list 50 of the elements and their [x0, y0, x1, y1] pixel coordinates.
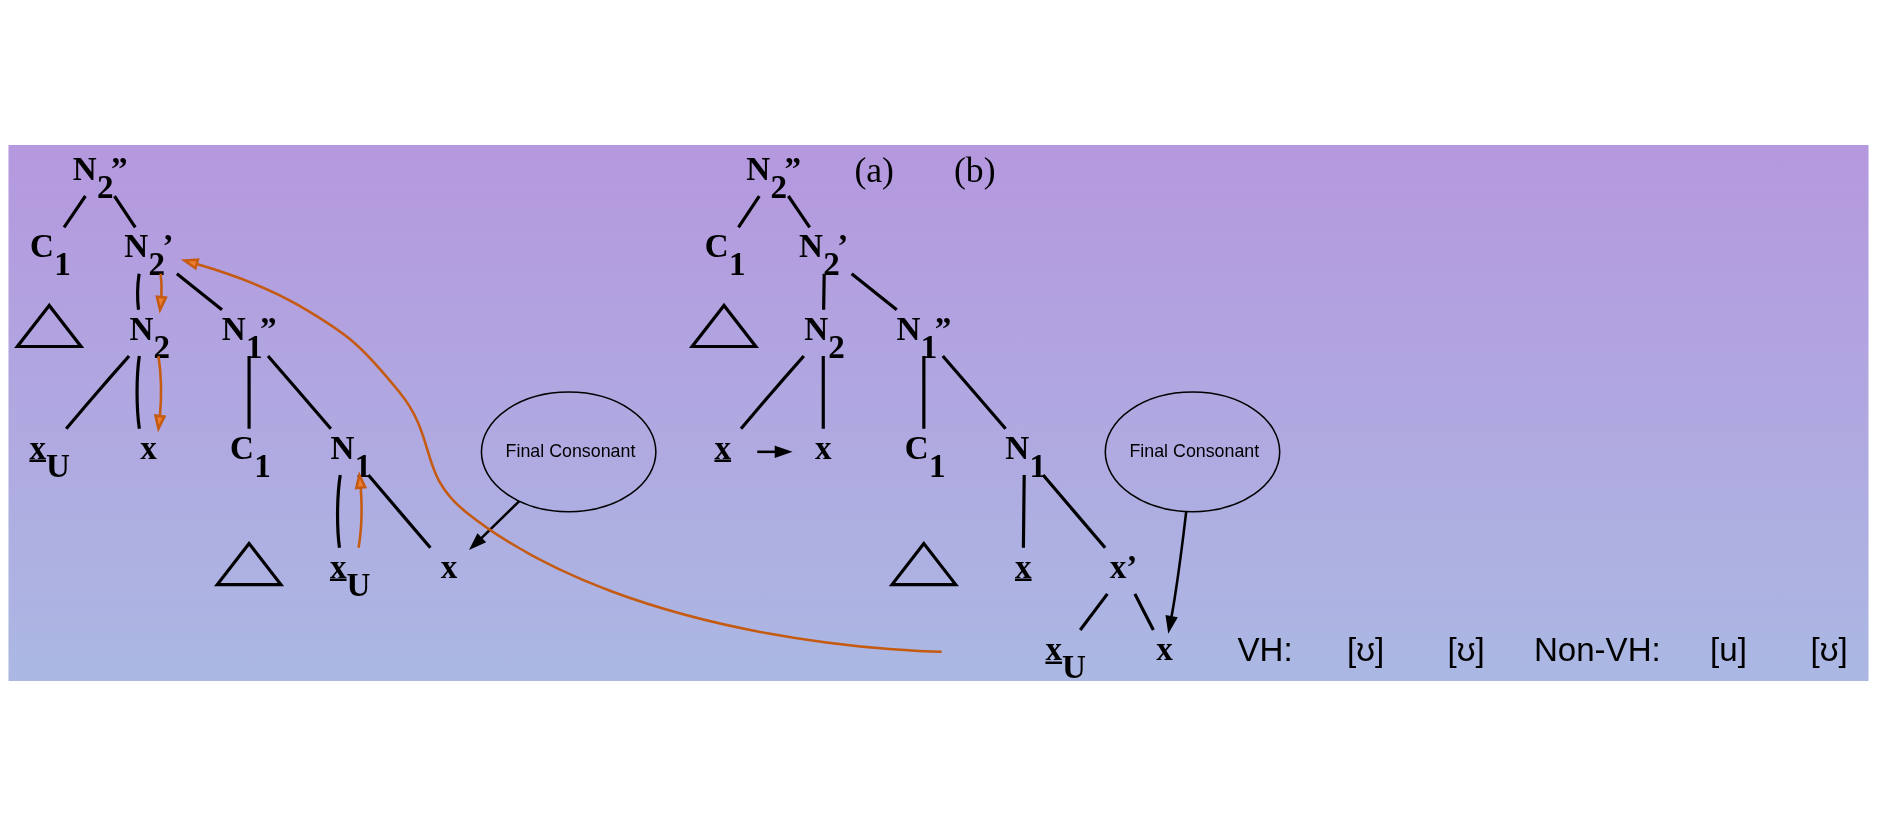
arrow: [469, 499, 521, 550]
node-ellipse: Final Consonant: [1104, 390, 1281, 512]
connector: [113, 194, 137, 228]
label: (b): [954, 149, 996, 190]
arrow: [1165, 511, 1188, 634]
node-text: x: [815, 429, 832, 466]
connector: [787, 194, 811, 228]
label: [u]: [1710, 630, 1747, 668]
connector: [136, 272, 141, 310]
label: Non-VH:: [1533, 630, 1661, 668]
node-triangle: [688, 302, 760, 348]
arrow: [354, 470, 368, 548]
connector: [335, 474, 342, 548]
connector: [266, 354, 333, 430]
connector: [1041, 473, 1107, 549]
label: [ʊ]: [1810, 630, 1848, 668]
connector: [739, 354, 806, 430]
arrow: [757, 445, 793, 458]
node-ellipse: Final Consonant: [480, 390, 657, 512]
node-triangle: [214, 540, 285, 586]
node-text: x: [440, 548, 458, 585]
arrow: [180, 257, 942, 653]
connector: [1133, 592, 1155, 631]
node-triangle: [888, 540, 959, 586]
connector: [247, 355, 251, 429]
connector: [850, 271, 898, 311]
node-text: x: [1156, 630, 1173, 667]
connector: [65, 354, 131, 430]
connector: [737, 194, 761, 228]
connector: [822, 273, 826, 310]
node-text: x̲: [714, 429, 731, 466]
label: VH:: [1237, 630, 1293, 668]
connector: [135, 355, 141, 429]
connector: [367, 473, 432, 549]
node-text: x: [140, 429, 157, 466]
label: [ʊ]: [1347, 630, 1385, 668]
connector: [1021, 474, 1026, 548]
arrow: [153, 355, 167, 433]
connector: [941, 354, 1007, 430]
connector: [62, 194, 87, 228]
node-text: x’: [1109, 548, 1138, 585]
connector: [1078, 592, 1109, 631]
connector: [175, 271, 223, 311]
node-triangle: [14, 302, 85, 348]
connector: [922, 355, 926, 429]
arrow: [155, 273, 168, 314]
label: (a): [854, 149, 894, 190]
label: [ʊ]: [1447, 630, 1485, 668]
node-text: x̲: [1014, 548, 1032, 585]
connector: [821, 355, 825, 429]
